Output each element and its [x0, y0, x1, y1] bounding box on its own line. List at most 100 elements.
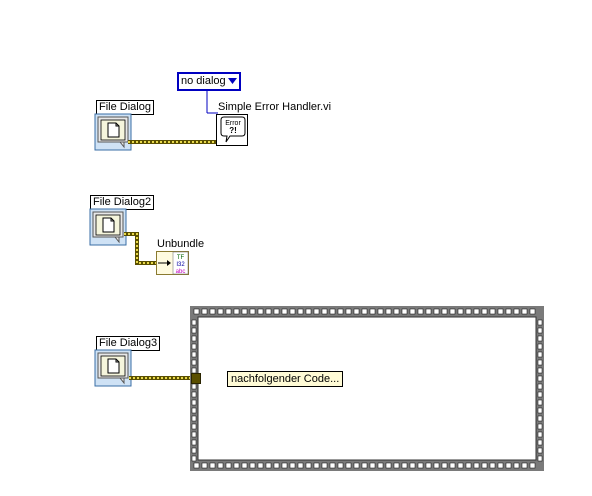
- film-perforation: [321, 462, 328, 469]
- error-text: Error: [225, 120, 241, 127]
- film-perforation: [225, 462, 232, 469]
- film-perforation: [537, 431, 543, 438]
- film-perforation: [191, 407, 197, 414]
- film-perforation: [225, 308, 232, 315]
- film-perforation: [345, 462, 352, 469]
- error-wire-3: [129, 376, 191, 380]
- film-perforation: [201, 462, 208, 469]
- film-perforation: [537, 375, 543, 382]
- film-perforation: [191, 343, 197, 350]
- film-perforation: [297, 308, 304, 315]
- film-perforation: [265, 462, 272, 469]
- film-perforation: [193, 308, 200, 315]
- unbundle-label: Unbundle: [157, 238, 205, 250]
- film-perforation: [369, 462, 376, 469]
- bool-row: TF: [177, 255, 185, 261]
- film-perforation: [401, 308, 408, 315]
- film-perforation: [305, 308, 312, 315]
- film-perforation: [297, 462, 304, 469]
- film-perforation: [497, 308, 504, 315]
- file-dialog-2-node[interactable]: [89, 208, 127, 246]
- film-perforation: [233, 308, 240, 315]
- file-dialog-icon: [94, 349, 132, 387]
- film-perforation: [537, 415, 543, 422]
- film-perforation: [329, 308, 336, 315]
- film-perforation: [489, 308, 496, 315]
- film-perforation: [537, 391, 543, 398]
- film-perforation: [249, 462, 256, 469]
- string-wire-ring: [206, 89, 218, 114]
- film-perforation: [193, 462, 200, 469]
- film-perforation: [537, 343, 543, 350]
- film-perforation: [369, 308, 376, 315]
- dialog-option-dropdown[interactable]: no dialog: [177, 72, 241, 91]
- film-perforation: [191, 327, 197, 334]
- film-perforation: [209, 308, 216, 315]
- film-perforation: [537, 455, 543, 462]
- film-perforation: [537, 439, 543, 446]
- film-perforation: [537, 407, 543, 414]
- film-perforation: [361, 462, 368, 469]
- film-perforation: [521, 462, 528, 469]
- film-perforation: [201, 308, 208, 315]
- film-perforation: [281, 462, 288, 469]
- film-perforation: [313, 462, 320, 469]
- film-perforation: [313, 308, 320, 315]
- file-dialog-3-node[interactable]: [94, 349, 132, 387]
- film-perforation: [489, 462, 496, 469]
- film-perforation: [529, 462, 536, 469]
- film-perforation: [473, 462, 480, 469]
- film-perforation: [273, 462, 280, 469]
- film-perforation: [337, 462, 344, 469]
- film-perforation: [191, 319, 197, 326]
- file-dialog-1-node[interactable]: [94, 113, 132, 151]
- film-perforation: [191, 335, 197, 342]
- film-perforation: [385, 462, 392, 469]
- film-perforation: [217, 308, 224, 315]
- film-perforation: [537, 367, 543, 374]
- film-perforation: [217, 462, 224, 469]
- file-dialog-icon: [94, 113, 132, 151]
- film-perforation: [385, 308, 392, 315]
- film-perforation: [241, 308, 248, 315]
- film-perforation: [191, 399, 197, 406]
- film-perforation: [191, 423, 197, 430]
- unbundle-node[interactable]: TF I32 abc: [156, 251, 189, 275]
- film-perforation: [513, 462, 520, 469]
- film-perforation: [409, 462, 416, 469]
- film-perforation: [265, 308, 272, 315]
- film-perforation: [377, 308, 384, 315]
- unbundle-icon: TF I32 abc: [156, 251, 189, 275]
- film-perforation: [257, 462, 264, 469]
- sequence-structure[interactable]: [190, 306, 544, 471]
- film-perforation: [273, 308, 280, 315]
- film-perforation: [537, 423, 543, 430]
- film-perforation: [449, 308, 456, 315]
- film-perforation: [191, 439, 197, 446]
- film-perforation: [191, 359, 197, 366]
- film-perforation: [393, 462, 400, 469]
- error-handler-label: Simple Error Handler.vi: [218, 101, 332, 113]
- film-perforation: [401, 462, 408, 469]
- film-perforation: [191, 391, 197, 398]
- film-perforation: [417, 308, 424, 315]
- film-perforation: [409, 308, 416, 315]
- film-perforation: [465, 308, 472, 315]
- error-handler-node[interactable]: Error ?!: [216, 114, 248, 146]
- film-perforation: [305, 462, 312, 469]
- film-perforation: [441, 308, 448, 315]
- sequence-tunnel[interactable]: [191, 373, 201, 384]
- film-perforation: [537, 399, 543, 406]
- film-perforation: [537, 383, 543, 390]
- film-perforation: [191, 431, 197, 438]
- string-row: abc: [176, 269, 186, 275]
- film-perforation: [321, 308, 328, 315]
- chevron-down-icon: [228, 78, 237, 84]
- error-handler-icon: Error ?!: [216, 114, 248, 146]
- film-perforation: [529, 308, 536, 315]
- film-perforation: [191, 351, 197, 358]
- dropdown-value: no dialog: [181, 75, 226, 87]
- film-perforation: [191, 455, 197, 462]
- film-perforation: [537, 327, 543, 334]
- film-perforation: [281, 308, 288, 315]
